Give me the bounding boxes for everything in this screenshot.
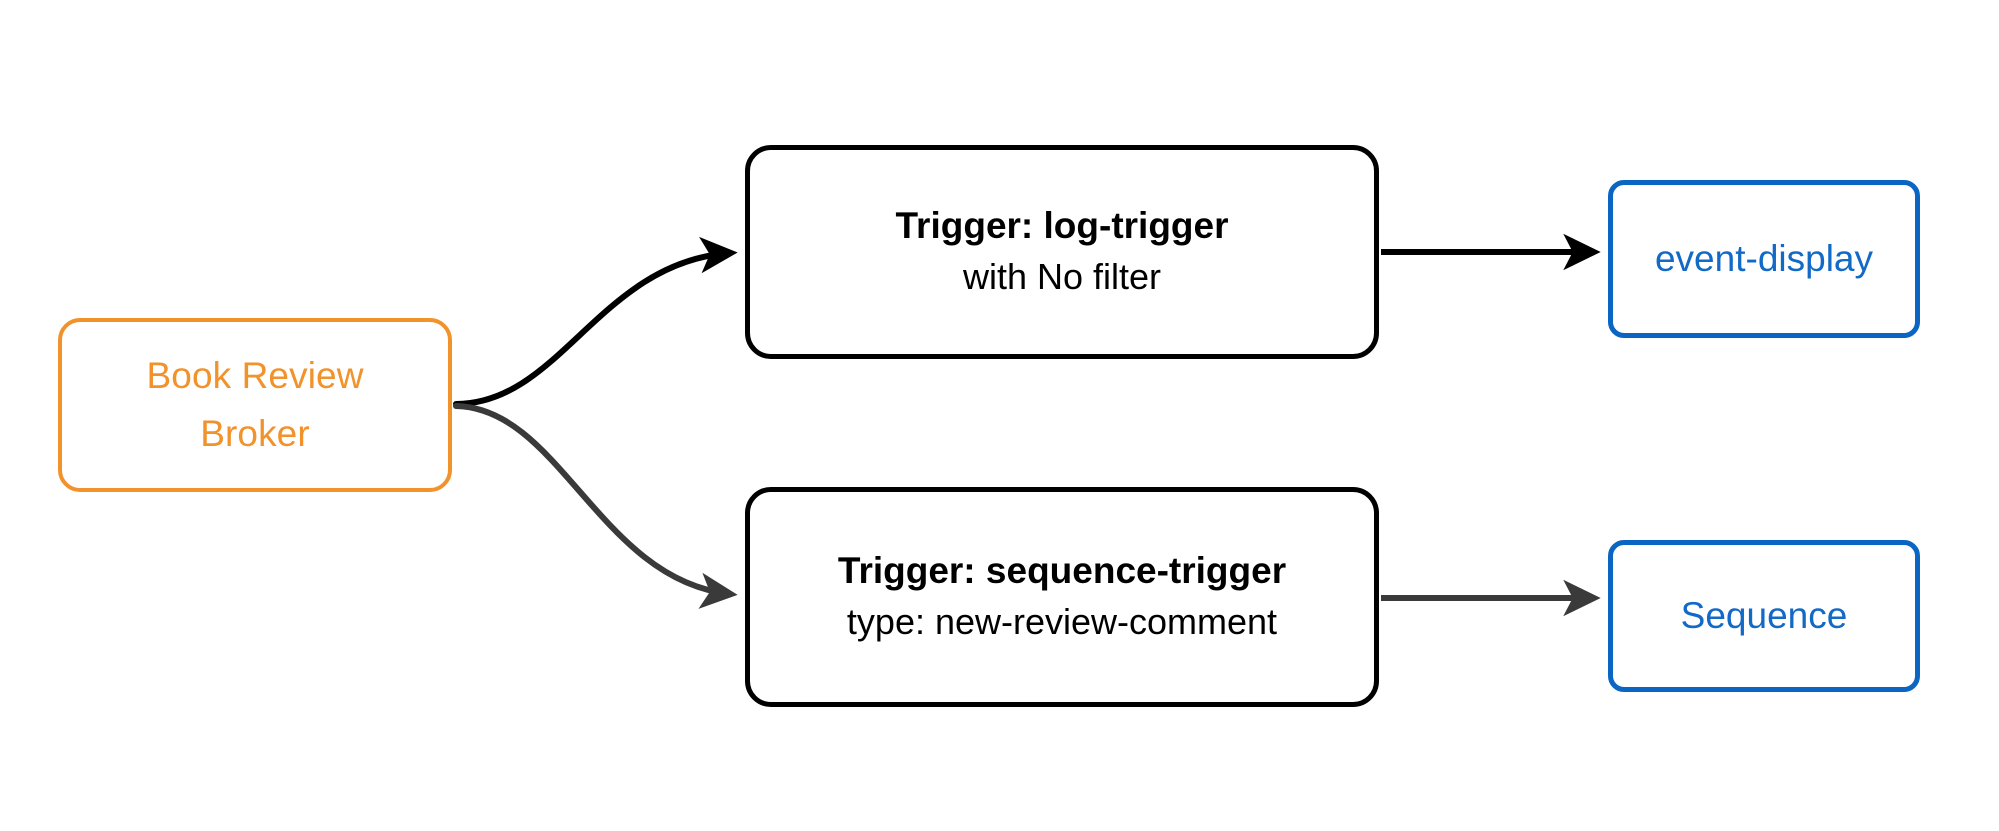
node-trigger-sequence-trigger[interactable]: Trigger: sequence-trigger type: new-revi…: [745, 487, 1379, 707]
edge-broker-to-log-trigger: [453, 236, 738, 407]
trigger-sequence-subtitle: type: new-review-comment: [846, 601, 1278, 642]
edge-broker-to-sequence-trigger: [453, 403, 738, 609]
node-action-event-display[interactable]: event-display: [1608, 180, 1920, 338]
action-event-display-label: event-display: [1654, 238, 1873, 279]
trigger-log-title: Trigger: log-trigger: [895, 205, 1229, 246]
node-book-review-broker[interactable]: Book Review Broker: [58, 318, 452, 492]
action-sequence-label: Sequence: [1680, 595, 1848, 636]
broker-label-line-1: Book Review: [146, 355, 364, 396]
node-trigger-log-trigger[interactable]: Trigger: log-trigger with No filter: [745, 145, 1379, 359]
trigger-sequence-title: Trigger: sequence-trigger: [837, 550, 1287, 591]
broker-label-line-2: Broker: [200, 413, 310, 454]
node-action-sequence[interactable]: Sequence: [1608, 540, 1920, 692]
trigger-log-subtitle: with No filter: [962, 256, 1162, 297]
